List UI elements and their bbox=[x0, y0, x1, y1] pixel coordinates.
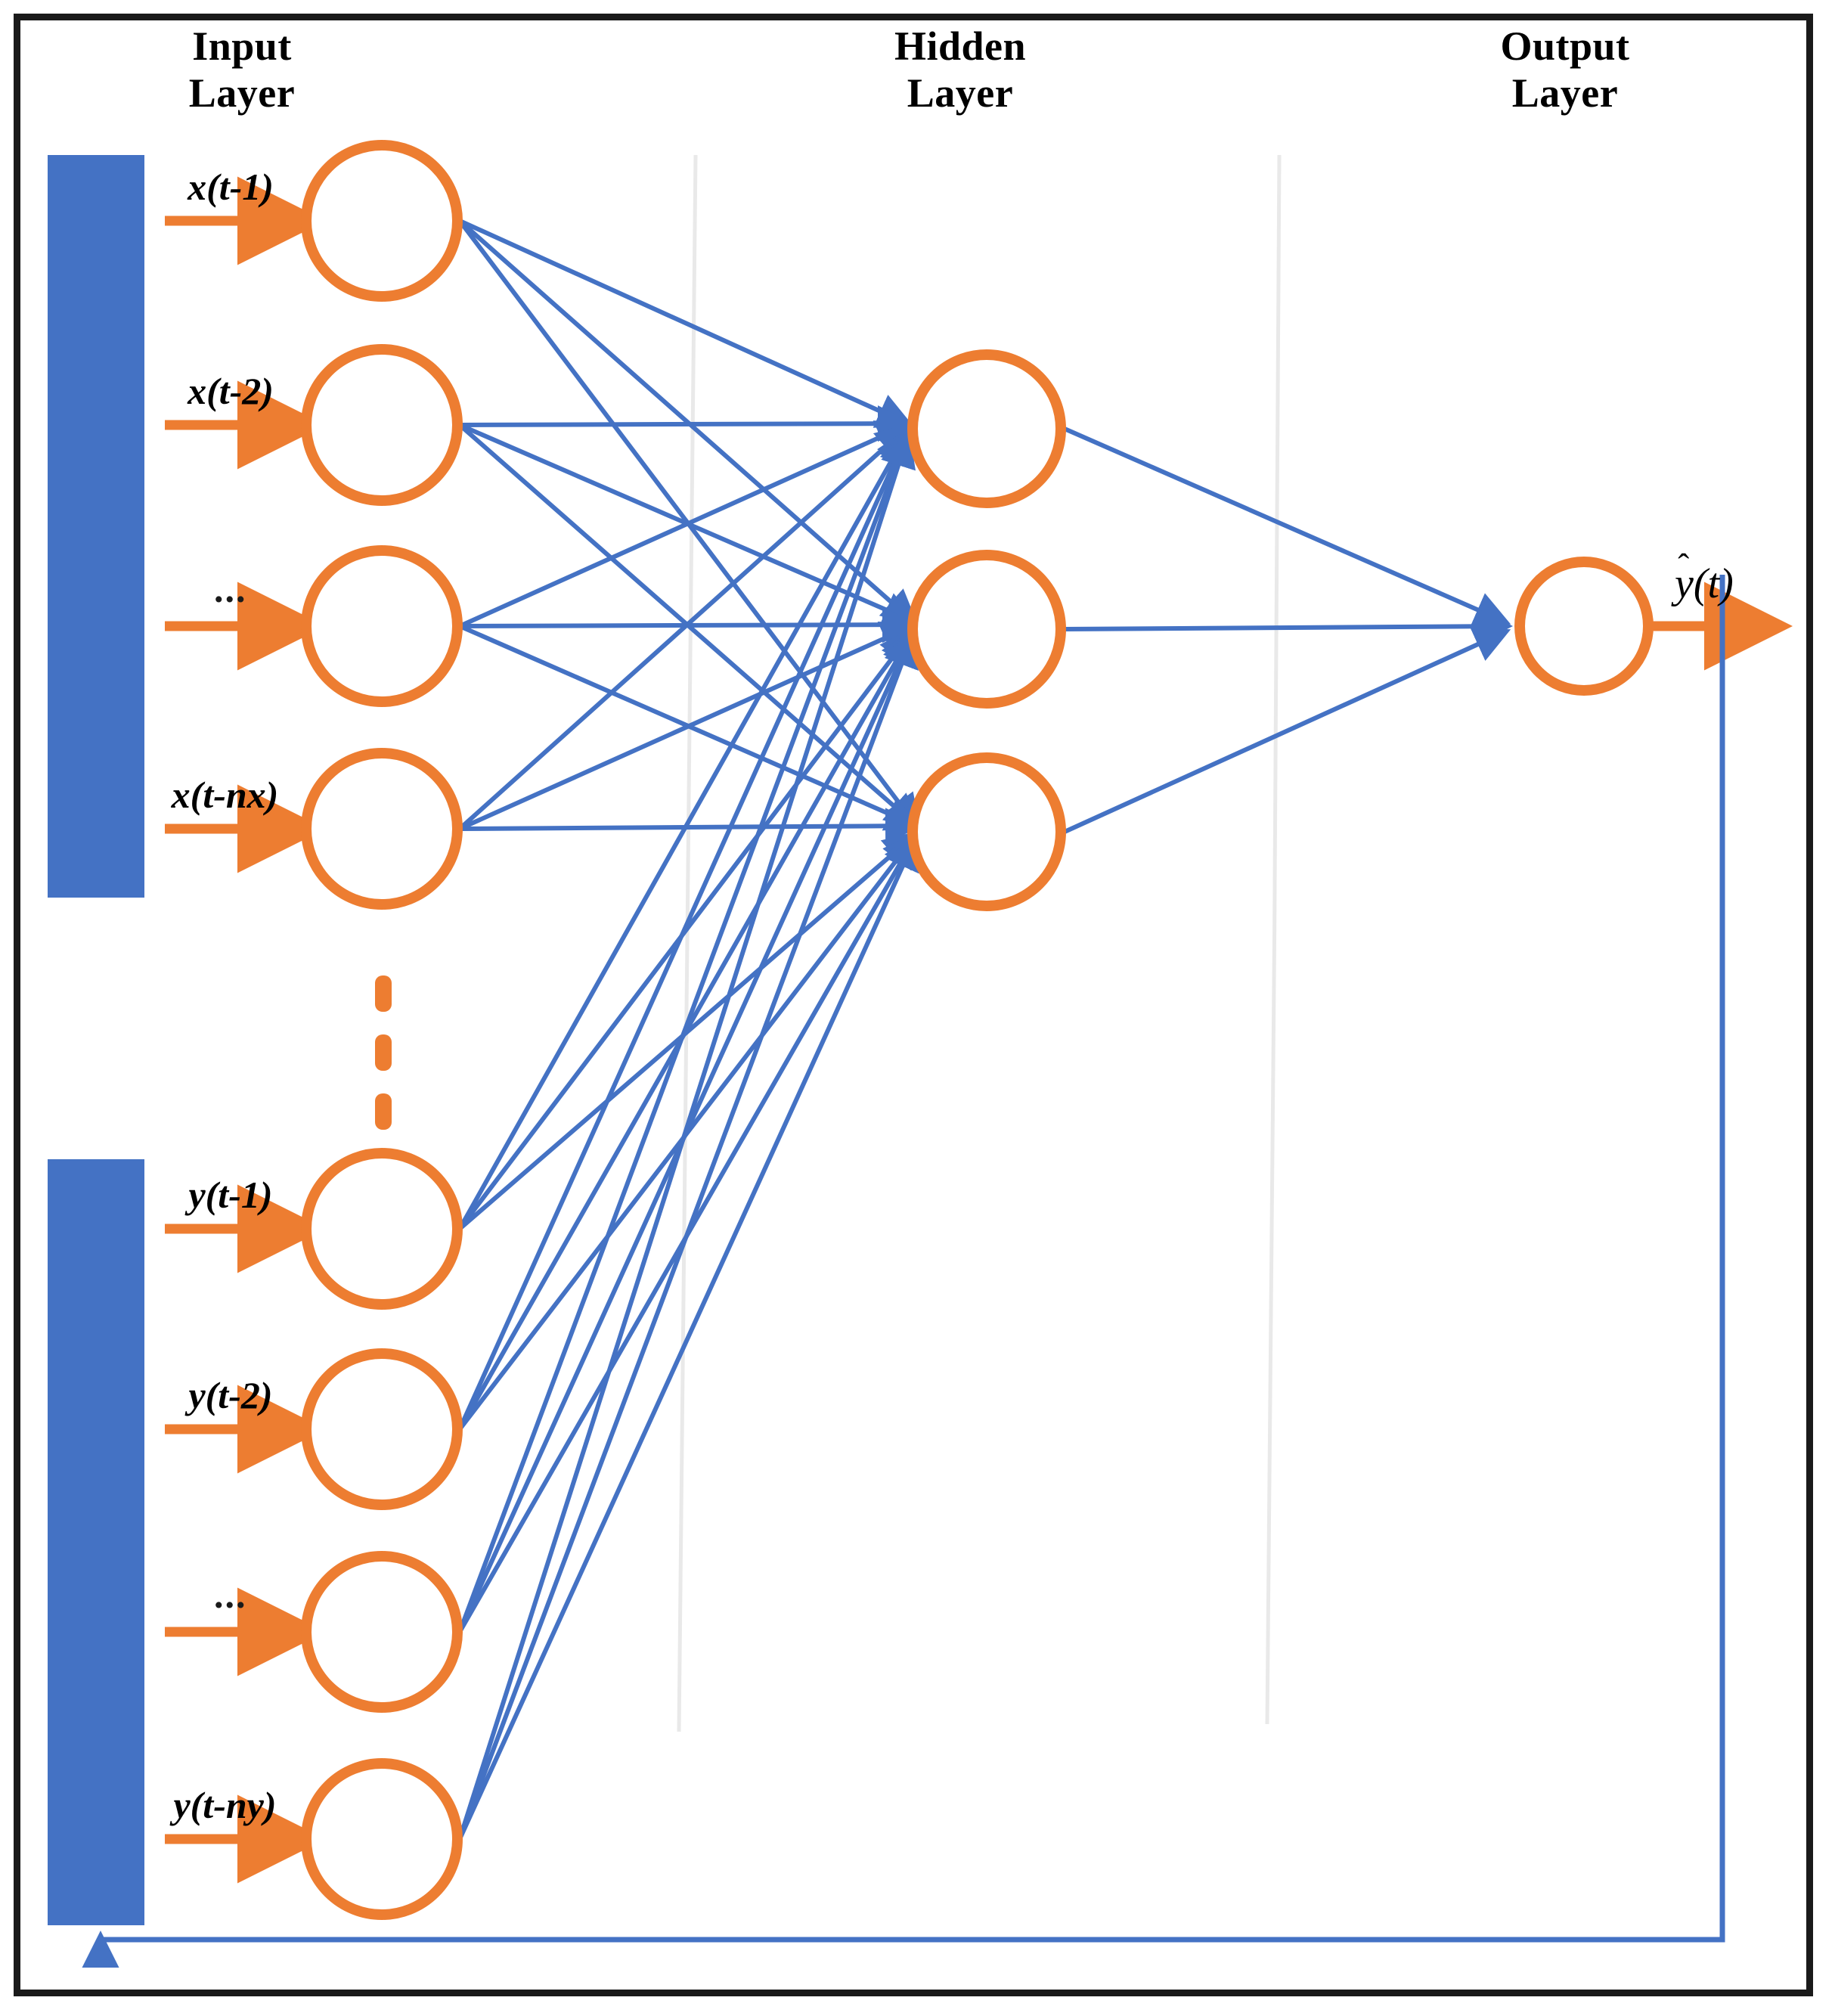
input-label-y-ellipsis: ... bbox=[214, 1574, 247, 1616]
hidden-node bbox=[907, 752, 1066, 911]
input-label-y-t-1: y(t-1) bbox=[188, 1174, 273, 1216]
circumflex-accent: ˆ bbox=[1678, 547, 1690, 585]
vertical-ellipsis-dots bbox=[375, 975, 392, 1130]
hidden-node bbox=[907, 550, 1066, 709]
hidden-layer-title: Hidden Layer bbox=[894, 23, 1027, 116]
input-node bbox=[301, 1758, 463, 1920]
guide-lines bbox=[677, 154, 1282, 1732]
input-node bbox=[301, 1551, 463, 1713]
input-layer-title: Input Layer bbox=[188, 23, 296, 116]
output-node bbox=[1514, 557, 1654, 696]
input-node bbox=[301, 1148, 463, 1310]
hidden-layer-nodes bbox=[907, 349, 1066, 911]
input-label-x-t-1: x(t-1) bbox=[188, 166, 274, 208]
input-layer-nodes bbox=[301, 140, 463, 1920]
feedback-path bbox=[82, 631, 1725, 1968]
input-to-hidden-connections bbox=[457, 219, 923, 1841]
hidden-to-output-connections bbox=[1063, 426, 1513, 834]
input-label-x-t-2: x(t-2) bbox=[188, 370, 274, 412]
hidden-node bbox=[907, 349, 1066, 508]
input-node bbox=[301, 748, 463, 910]
output-layer-title: Output Layer bbox=[1500, 23, 1630, 116]
input-node bbox=[301, 1348, 463, 1510]
input-label-y-t-ny: y(t-ny) bbox=[173, 1784, 277, 1826]
input-group-boxes bbox=[48, 155, 144, 1925]
input-node bbox=[301, 140, 463, 302]
input-arrows bbox=[165, 176, 326, 1884]
input-node bbox=[301, 545, 463, 707]
input-label-x-t-nx: x(t-nx) bbox=[171, 774, 279, 816]
input-label-x-ellipsis: ... bbox=[214, 568, 247, 610]
input-label-y-t-2: y(t-2) bbox=[188, 1374, 273, 1416]
input-node bbox=[301, 344, 463, 506]
